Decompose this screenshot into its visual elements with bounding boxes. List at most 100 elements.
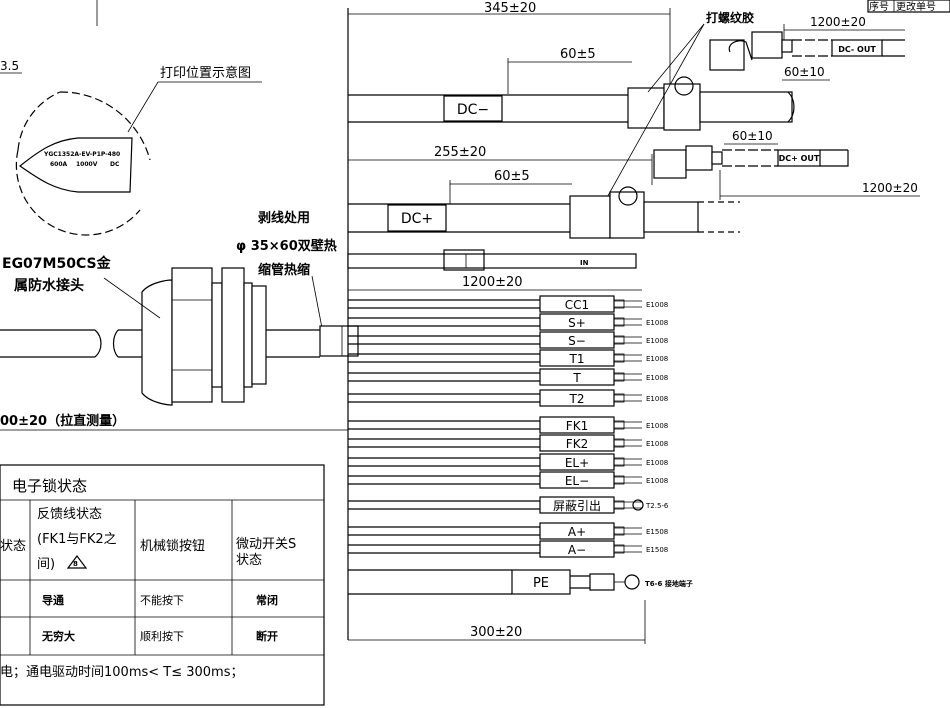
print-position-label: 打印位置示意图: [160, 65, 251, 81]
twist-note: 打螺纹胶: [706, 10, 754, 25]
dc-minus-label: DC−: [457, 102, 489, 118]
wire-terminal: E1008: [646, 440, 668, 448]
wire-label: FK1: [566, 419, 588, 433]
wire-label: FK2: [566, 437, 588, 451]
lock-state-table: [0, 464, 325, 706]
dim-out-plus-length: 1200±20: [862, 181, 918, 195]
warning-triangle-icon: [66, 555, 88, 569]
magnify-circle: [59, 91, 151, 161]
dc-minus-out-tag: [831, 39, 883, 57]
wire-label: EL+: [565, 456, 589, 470]
signal-wire: S+ E1008: [348, 313, 668, 331]
dc-minus-tag: [443, 95, 503, 122]
heat-shrink-sleeve: [319, 325, 359, 357]
th-feedback-2: (FK1与FK2之: [37, 532, 117, 547]
wire-label: T2: [569, 392, 585, 406]
header-cell-no: 序号: [869, 0, 889, 13]
dc-minus-lug: [627, 87, 665, 129]
connector-label-1: EG07M50CS金: [2, 255, 112, 272]
in-tag: IN: [580, 259, 589, 267]
stamp-current: 600A: [50, 161, 68, 168]
connector-label-2: 属防水接头: [14, 277, 84, 294]
wire-terminal: T2.5-6: [645, 502, 669, 510]
wire-label: A+: [568, 525, 586, 539]
table-title: 电子锁状态: [12, 477, 87, 495]
signal-wire: 屏蔽引出 T2.5-6: [348, 496, 669, 514]
th-state: 状态: [0, 539, 26, 554]
pull-length-label: 00±20（拉直测量）: [0, 413, 125, 429]
signal-wire: S− E1008: [348, 331, 668, 349]
connector-pin-outline: [18, 137, 133, 193]
wire-terminal: E1508: [646, 528, 668, 536]
th-micro-switch-2: 状态: [236, 553, 262, 568]
th-feedback-1: 反馈线状态: [37, 507, 102, 522]
pe-tag: [511, 569, 571, 595]
wire-terminal: E1008: [646, 301, 668, 309]
dim-dc-minus-strip: 60±5: [560, 47, 596, 62]
wire-label: CC1: [565, 298, 589, 312]
wire-label: S+: [568, 316, 586, 330]
wire-label: T1: [569, 352, 585, 366]
stamp-line1: YGC1352A-EV-P1P-480: [43, 151, 120, 158]
cell-r1-switch: 常闭: [256, 593, 278, 607]
pe-label: PE: [533, 576, 549, 591]
heat-label-2: φ 35×60双壁热: [236, 238, 337, 254]
table-note: 电；通电驱动时间100ms< T≤ 300ms；: [0, 665, 244, 680]
signal-wire: A+ E1508: [348, 522, 668, 540]
header-cell-change: 更改单号: [896, 0, 936, 13]
wire-label: T: [572, 371, 581, 385]
dim-total: 345±20: [484, 1, 536, 16]
signal-wire: EL+ E1008: [348, 453, 668, 471]
signal-wire: FK2 E1008: [348, 434, 668, 452]
dim-out-minus-length: 1200±20: [810, 15, 866, 29]
gland-body: [141, 279, 173, 406]
dim-out-plus-strip: 60±10: [732, 129, 773, 143]
dim-signal-length: 1200±20: [462, 275, 523, 290]
cell-r2-switch: 断开: [256, 629, 278, 643]
th-mech-button: 机械锁按钮: [140, 538, 205, 554]
cell-r2-feedback: 无穷大: [41, 629, 75, 643]
th-micro-switch-1: 微动开关S: [236, 537, 296, 552]
heat-label-3: 缩管热缩: [258, 262, 310, 278]
wire-terminal: E1508: [646, 546, 668, 554]
wire-terminal: E1008: [646, 422, 668, 430]
wire-label: EL−: [565, 474, 589, 488]
stamp-voltage: 1000V: [76, 161, 98, 168]
wire-terminal: E1008: [646, 374, 668, 382]
wire-terminal: E1008: [646, 355, 668, 363]
dc-plus-out-tag: [777, 149, 821, 167]
wire-label: S−: [568, 334, 586, 348]
wire-label: 屏蔽引出: [553, 499, 601, 513]
dc-plus-tag: [387, 204, 447, 232]
dc-plus-lug: [569, 195, 611, 239]
signal-wire: T E1008: [348, 368, 668, 386]
wire-terminal: E1008: [646, 459, 668, 467]
dim-out-minus-strip: 60±10: [784, 65, 825, 79]
dim-dc-plus-strip: 60±5: [494, 169, 530, 184]
dim-dc-plus-length: 255±20: [434, 145, 486, 160]
stamp-dc: DC: [110, 161, 120, 168]
heat-label-1: 剥线处用: [258, 210, 310, 226]
dim-pe-length: 300±20: [470, 625, 522, 640]
signal-wire: T1 E1008: [348, 349, 668, 367]
dc-plus-label: DC+: [401, 211, 433, 227]
dc-plus-out-label: DC+ OUT: [779, 154, 820, 163]
gland-nut: [171, 267, 213, 403]
cell-r1-feedback: 导通: [42, 594, 64, 607]
wire-terminal: E1008: [646, 337, 668, 345]
signal-wire: FK1 E1008: [348, 416, 668, 434]
th-feedback-3: 间): [37, 557, 55, 572]
pe-terminal: T6-6 接地端子: [645, 579, 693, 588]
wire-label: A−: [568, 543, 586, 557]
wire-terminal: E1008: [646, 319, 668, 327]
signal-wire: EL−E1008: [348, 471, 668, 489]
header-box: [867, 0, 950, 13]
dc-minus-out-label: DC- OUT: [838, 45, 876, 54]
dim-fragment: 3.5: [0, 59, 19, 73]
signal-wire: CC1 E1008: [348, 295, 668, 313]
cell-r1-button: 不能按下: [140, 593, 184, 607]
